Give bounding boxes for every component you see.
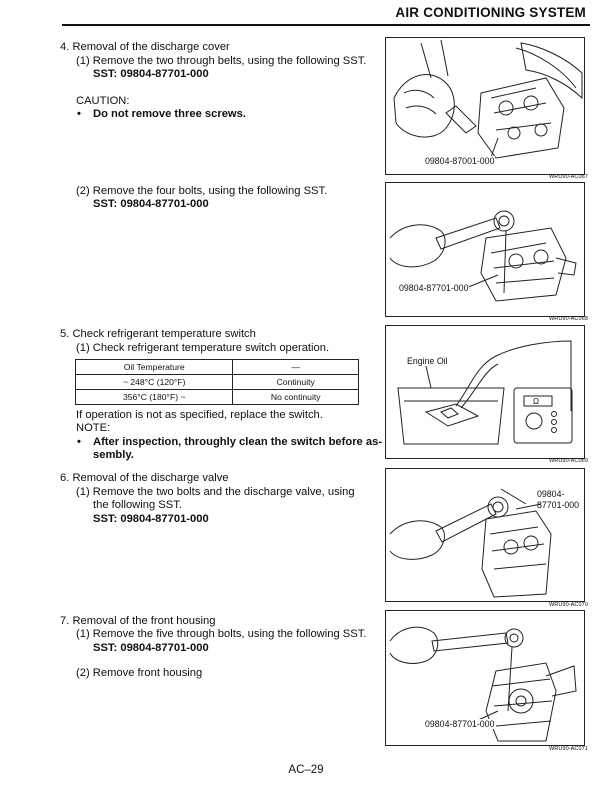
step-4-2-sst: SST: 09804-87701-000 <box>93 198 209 210</box>
page-number: AC–29 <box>288 764 324 776</box>
figure-switch-test: Engine Oil Ω <box>385 325 585 459</box>
temperature-switch-table: Oil Temperature — ~ 248°C (120°F) Contin… <box>74 359 359 405</box>
figure-1-callout: 09804-87001-000 <box>424 156 496 166</box>
step-6-1-text-line1: (1) Remove the two bolts and the dischar… <box>76 486 355 498</box>
header-rule <box>62 24 590 26</box>
figure-four-bolts: 09804-87701-000 <box>385 182 585 317</box>
engine-oil-label: Engine Oil <box>406 356 449 366</box>
step-5-instruction: If operation is not as specified, replac… <box>76 409 323 421</box>
figure-front-housing: 09804-87701-000 <box>385 610 585 746</box>
table-cell: No continuity <box>232 389 359 405</box>
step-6-1-sst: SST: 09804-87701-000 <box>93 513 209 525</box>
step-7-1-sst: SST: 09804-87701-000 <box>93 642 209 654</box>
step-7-2-text: (2) Remove front housing <box>76 667 203 679</box>
table-cell: Continuity <box>232 374 359 390</box>
step-7-1-text: (1) Remove the five through bolts, using… <box>76 628 367 640</box>
figure-2-callout: 09804-87701-000 <box>398 283 470 293</box>
step-7-heading: 7. Removal of the front housing <box>60 615 216 627</box>
table-cell: ~ 248°C (120°F) <box>74 374 234 390</box>
note-label: NOTE: <box>76 422 111 434</box>
ohmmeter-display: Ω <box>533 397 539 406</box>
figure-discharge-cover: 09804-87001-000 <box>385 37 585 175</box>
figure-5-code: WRU90-AC071 <box>548 746 588 752</box>
figure-2-code: WRU90-AC068 <box>548 316 588 322</box>
figure-4-code: WRU90-AC070 <box>548 602 588 608</box>
step-4-2-text: (2) Remove the four bolts, using the fol… <box>76 185 328 197</box>
table-cell: 356°C (180°F) ~ <box>74 389 234 405</box>
discharge-valve-illustration <box>389 488 552 598</box>
oil-bath-test-illustration <box>397 340 573 445</box>
caution-label: CAUTION: <box>76 95 130 107</box>
figure-4-callout-line1: 09804- <box>537 489 565 499</box>
table-header-cell: — <box>232 359 359 375</box>
step-6-heading: 6. Removal of the discharge valve <box>60 472 229 484</box>
note-text-line2: sembly. <box>93 449 134 461</box>
front-housing-illustration <box>389 626 577 742</box>
figure-3-code: WRU90-AC069 <box>548 458 588 464</box>
step-4-1-text: (1) Remove the two through belts, using … <box>76 55 367 67</box>
table-row: 356°C (180°F) ~ No continuity <box>74 389 359 405</box>
step-4-heading: 4. Removal of the discharge cover <box>60 41 230 53</box>
note-text-line1: After inspection, throughly clean the sw… <box>77 436 382 450</box>
table-header-row: Oil Temperature — <box>74 359 359 375</box>
caution-text: Do not remove three screws. <box>77 108 246 122</box>
figure-discharge-valve: 09804- 87701-000 <box>385 468 585 602</box>
step-5-heading: 5. Check refrigerant temperature switch <box>60 328 256 340</box>
step-4-1-sst: SST: 09804-87701-000 <box>93 68 209 80</box>
compressor-wrench-illustration <box>389 210 577 302</box>
compressor-illustration <box>393 39 583 161</box>
figure-1-code: WRU90-AC067 <box>548 174 588 180</box>
table-row: ~ 248°C (120°F) Continuity <box>74 374 359 390</box>
figure-4-callout-line2: 87701-000 <box>537 500 580 510</box>
figure-5-callout: 09804-87701-000 <box>424 719 496 729</box>
step-6-1-text-line2: the following SST. <box>93 499 182 511</box>
step-5-1-text: (1) Check refrigerant temperature switch… <box>76 342 330 354</box>
section-title: AIR CONDITIONING SYSTEM <box>395 5 586 20</box>
table-header-cell: Oil Temperature <box>74 359 234 375</box>
